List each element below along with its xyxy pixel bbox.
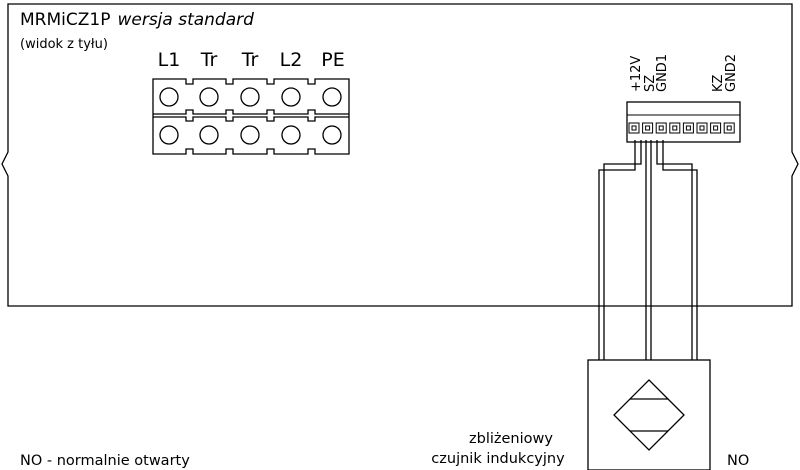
terminal-block xyxy=(152,78,350,155)
connector-pin-6 xyxy=(696,122,708,134)
sensor-type-label: NO xyxy=(727,453,749,469)
connector-pin-contact xyxy=(645,125,651,131)
wire-12v xyxy=(603,140,642,360)
screw-hole-icon xyxy=(199,125,219,145)
pin-label-12v: +12V xyxy=(629,56,644,92)
sensor-label-line1: zbliżeniowy xyxy=(469,431,553,447)
connector-pin-3 xyxy=(655,122,667,134)
wire-gnd1 xyxy=(656,140,693,360)
connector-pin-contact xyxy=(713,125,719,131)
terminal-divider xyxy=(153,116,349,122)
device-model: MRMiCZ1P xyxy=(20,10,110,30)
wire-gnd1 xyxy=(662,140,698,360)
terminal-labels: L1 Tr Tr L2 PE xyxy=(158,49,345,71)
connector-pin-contact xyxy=(658,125,664,131)
inductive-sensor xyxy=(587,359,711,470)
screw-hole-icon xyxy=(322,87,342,107)
connector-pin-8 xyxy=(723,122,735,134)
device-housing xyxy=(1,3,799,307)
screw-hole-icon xyxy=(322,125,342,145)
sensor-wires xyxy=(598,140,698,360)
pin-label-gnd1: GND1 xyxy=(655,54,670,92)
device-title: MRMiCZ1P wersja standard xyxy=(20,10,254,30)
screw-hole-icon xyxy=(281,125,301,145)
screw-hole-icon xyxy=(281,87,301,107)
terminal-label-2: Tr xyxy=(200,49,218,71)
terminal-label-3: Tr xyxy=(241,49,259,71)
connector-pin-contact xyxy=(726,125,732,131)
pin-label-gnd2: GND2 xyxy=(724,54,739,92)
connector-labels: +12V SZ GND1 KZ GND2 xyxy=(629,54,739,92)
connector-pin-7 xyxy=(710,122,722,134)
pin-label-kz: KZ xyxy=(711,74,726,92)
terminal-divider xyxy=(153,109,349,115)
connector-pin-contact xyxy=(699,125,705,131)
connector-pin-contact xyxy=(631,125,637,131)
sensor-symbol-icon xyxy=(613,379,685,451)
pin-label-sz: SZ xyxy=(643,75,658,92)
connector-pin-5 xyxy=(682,122,694,134)
connector-pin-1 xyxy=(628,122,640,134)
sensor-label-line2: czujnik indukcyjny xyxy=(431,451,565,467)
connector-pins xyxy=(628,122,735,134)
wire-12v xyxy=(598,140,636,360)
sensor-body xyxy=(587,359,711,470)
legend-note: NO - normalnie otwarty xyxy=(20,453,190,469)
screw-hole-icon xyxy=(199,87,219,107)
screw-hole-icon xyxy=(240,125,260,145)
connector-body xyxy=(626,101,741,143)
device-version: wersja standard xyxy=(117,10,254,30)
connector-pin-contact xyxy=(685,125,691,131)
terminal-block-outline xyxy=(152,78,350,155)
screw-hole-icon xyxy=(240,87,260,107)
screw-hole-icon xyxy=(159,125,179,145)
connector-block xyxy=(626,101,741,143)
view-caption: (widok z tyłu) xyxy=(20,37,108,52)
connector-pin-2 xyxy=(642,122,654,134)
terminal-label-1: L1 xyxy=(158,49,181,71)
connector-pin-contact xyxy=(672,125,678,131)
terminal-label-5: PE xyxy=(321,49,344,71)
screw-hole-icon xyxy=(159,87,179,107)
connector-pin-4 xyxy=(669,122,681,134)
terminal-label-4: L2 xyxy=(280,49,303,71)
